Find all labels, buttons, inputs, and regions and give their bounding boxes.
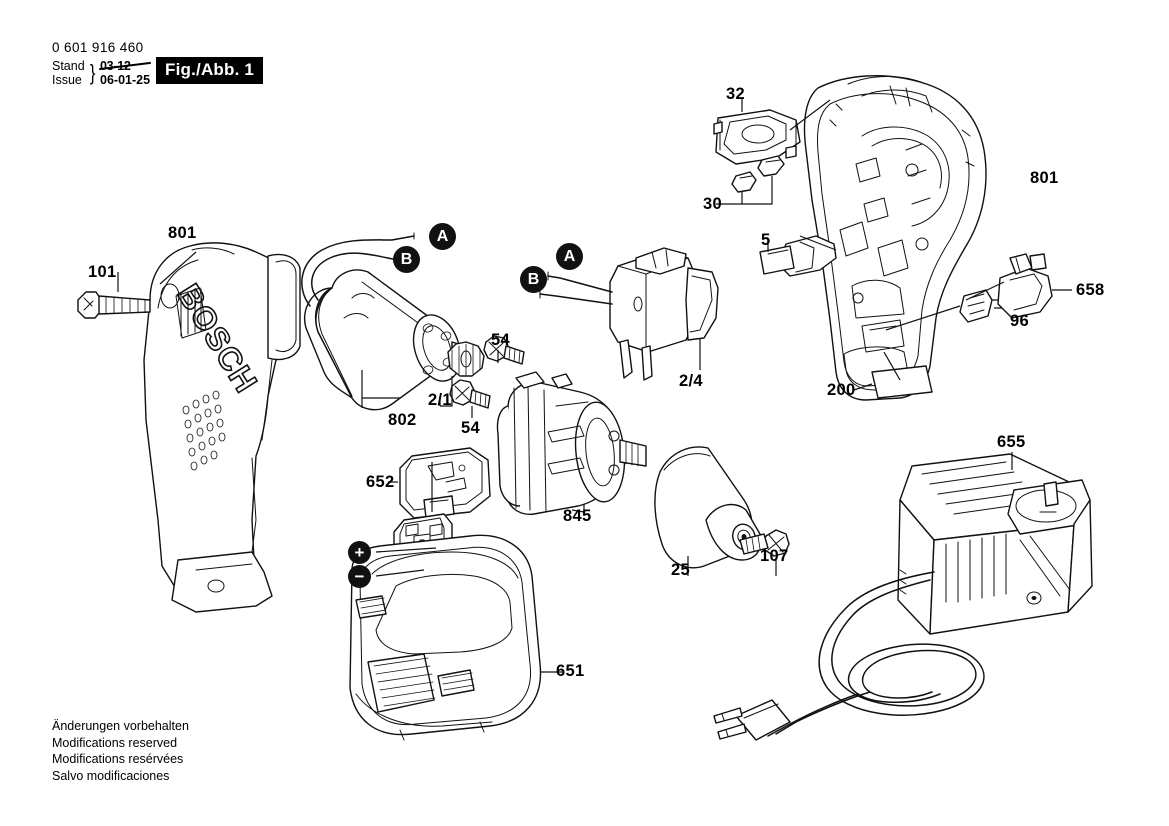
callout-96: 96 [1010,312,1029,330]
screw-54-upper [483,335,525,365]
drill-housing-assembly: BOSCH [143,242,301,613]
badge-b-right: B [520,266,547,293]
clip-5 [759,235,837,277]
callout-652: 652 [366,473,395,491]
issue-date: 06-01-25 [100,73,151,87]
revision-dates: 03-12 06-01-25 [100,59,150,87]
callout-30: 30 [703,195,722,213]
disclaimer-fr: Modifications resérvées [52,752,184,766]
footer-disclaimer: Änderungen vorbehalten Modifications res… [52,718,189,784]
callout-25: 25 [671,561,690,579]
callout-2-4: 2/4 [679,372,703,390]
callout-5: 5 [761,231,771,249]
callout-658: 658 [1076,281,1105,299]
badge-b-left: B [393,246,420,273]
motor-assembly-802 [301,232,473,411]
battery-cap-652 [399,447,491,519]
issue-label: Issue [52,73,82,87]
brace-decoration: } [89,60,96,85]
part-number: 0 601 916 460 [52,40,144,55]
revision-labels: Stand Issue [52,59,85,87]
callout-200: 200 [827,381,856,399]
callout-845: 845 [563,507,592,525]
disclaimer-es: Salvo modificaciones [52,768,170,783]
cover-plate-32 [713,109,801,165]
callout-101: 101 [88,263,117,281]
gearbox-845 [496,371,647,515]
battery-pack-651 [349,513,542,741]
callout-651: 651 [556,662,585,680]
label-200 [871,365,933,399]
screw-54-lower [449,379,491,409]
callout-54-bottom: 54 [461,419,480,437]
callout-2-1: 2/1 [428,391,452,409]
badge-polarity-minus: − [348,565,371,588]
callout-655: 655 [997,433,1026,451]
disclaimer-en: Modifications reserved [52,735,178,750]
callout-107-chuck: 107 [760,547,789,565]
stand-date: 03-12 [100,59,150,73]
housing-shell-801-right [803,75,987,401]
holder-658 [997,253,1053,319]
callout-801-right: 801 [1030,169,1059,187]
header-block: 0 601 916 460 Stand Issue } 03-12 06-01-… [52,40,150,87]
callout-32: 32 [726,85,745,103]
stand-label: Stand [52,59,85,73]
revision-block: Stand Issue } 03-12 06-01-25 [52,59,150,87]
badge-a-left: A [429,223,456,250]
badge-a-right: A [556,243,583,270]
disclaimer-de: Änderungen vorbehalten [52,719,189,733]
badge-polarity-plus: + [348,541,371,564]
charger-655 [713,453,1093,741]
screw-101 [77,291,151,319]
screw-107 [739,529,790,557]
switch-module-2-4 [539,247,719,381]
pinion-gear-2-1 [447,341,485,377]
figure-badge: Fig./Abb. 1 [156,57,264,84]
callout-802: 802 [388,411,417,429]
clips-30 [731,155,785,193]
callout-801-left: 801 [168,224,197,242]
callout-54-top: 54 [491,331,510,349]
